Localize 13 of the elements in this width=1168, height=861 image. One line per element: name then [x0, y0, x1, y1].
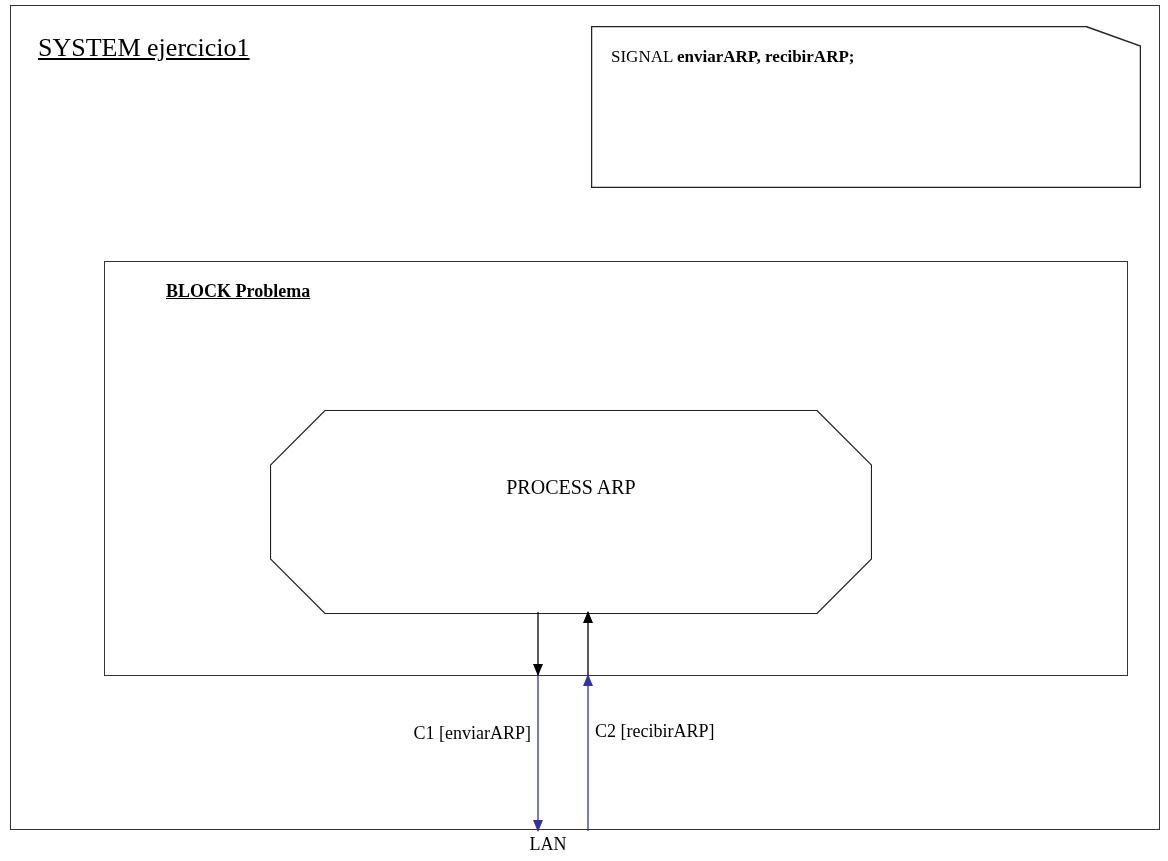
channel-arrow [583, 611, 593, 676]
note-box [591, 26, 1141, 188]
system-title: SYSTEM ejercicio1 [38, 32, 250, 64]
system-frame [10, 5, 1160, 830]
channel-arrow [533, 674, 543, 832]
process-octagon [270, 410, 872, 614]
process-name: PROCESS ARP [505, 475, 637, 500]
lan-label: LAN [508, 831, 588, 859]
block-box [104, 261, 1128, 676]
channel-arrow [533, 611, 543, 676]
signal-declaration: SIGNAL enviarARP, recibirARP; [611, 46, 855, 68]
block-title: BLOCK Problema [166, 280, 311, 303]
channel-arrow [583, 674, 593, 832]
